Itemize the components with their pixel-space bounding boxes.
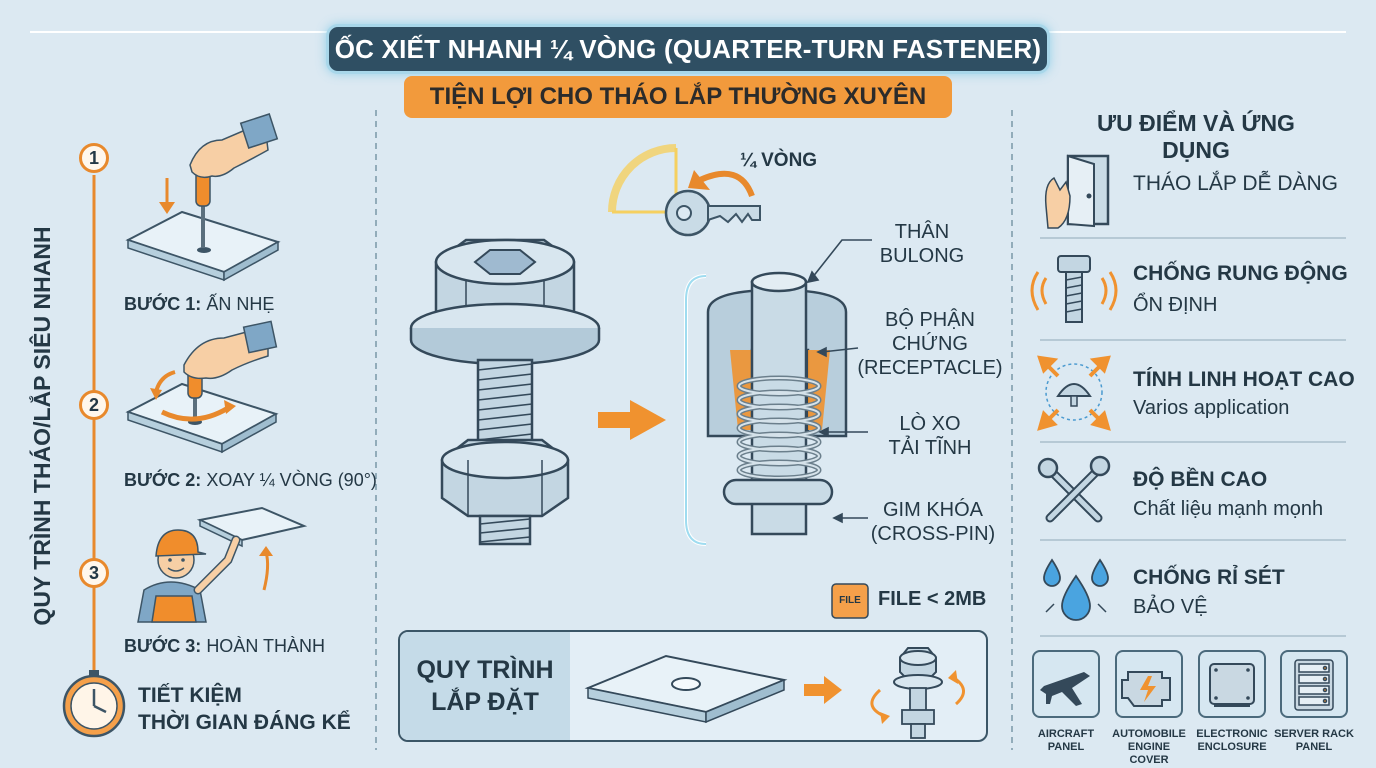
step-3-text: HOÀN THÀNH xyxy=(206,636,325,656)
step-2-prefix: BƯỚC 2: xyxy=(124,470,202,490)
spring-line1: LÒ XO xyxy=(899,413,961,435)
time-saving-text: TIẾT KIỆM THỜI GIAN ĐÁNG KỂ xyxy=(138,682,351,736)
install-title-line1: QUY TRÌNH xyxy=(416,656,554,684)
app-label-engine: AUTOMOBILE ENGINE COVER xyxy=(1107,728,1191,767)
benefit-2-title: CHỐNG RUNG ĐỘNG xyxy=(1133,262,1348,285)
quarter-turn-label: ¼ VÒNG xyxy=(740,150,818,171)
cross-pin-line2: (CROSS-PIN) xyxy=(870,523,996,545)
bolt-body-line1: THÂN xyxy=(894,221,950,243)
spring-label: LÒ XO TẢI TĨNH xyxy=(874,412,986,460)
receptacle-line3: (RECEPTACLE) xyxy=(857,357,1003,379)
step-1-prefix: BƯỚC 1: xyxy=(124,294,202,314)
app-server-line1: SERVER RACK xyxy=(1274,728,1354,740)
step-1-number: 1 xyxy=(79,143,109,173)
app-engine-line1: AUTOMOBILE xyxy=(1112,728,1186,740)
page-subtitle: TIỆN LỢI CHO THÁO LẮP THƯỜNG XUYÊN xyxy=(404,76,952,118)
file-icon: FILE xyxy=(839,595,861,606)
step-3-prefix: BƯỚC 3: xyxy=(124,636,202,656)
app-server-line2: PANEL xyxy=(1295,741,1333,753)
benefit-4-subtitle: Chất liệu mạnh mọnh xyxy=(1133,498,1324,520)
engine-icon xyxy=(1121,671,1171,707)
bolt-body-label: THÂN BULONG xyxy=(872,220,972,268)
cross-pin-line1: GIM KHÓA xyxy=(882,499,983,521)
step-2-number: 2 xyxy=(79,390,109,420)
app-aircraft-line1: AIRCRAFT xyxy=(1037,728,1095,740)
app-label-server: SERVER RACK PANEL xyxy=(1272,728,1356,754)
benefit-5-title: CHỐNG RỈ SÉT xyxy=(1133,566,1285,589)
benefit-4-title: ĐỘ BỀN CAO xyxy=(1133,468,1268,491)
benefit-2-subtitle: ỔN ĐỊNH xyxy=(1133,294,1218,316)
app-label-enclosure: ELECTRONIC ENCLOSURE xyxy=(1190,728,1274,754)
benefits-heading: ƯU ĐIỂM VÀ ỨNG DỤNG xyxy=(1097,110,1295,163)
step-2-label: BƯỚC 2: XOAY ¼ VÒNG (90°) xyxy=(124,470,377,491)
app-engine-line2: ENGINE COVER xyxy=(1127,741,1171,766)
cross-pin-label: GIM KHÓA (CROSS-PIN) xyxy=(868,498,998,546)
step-3-number: 3 xyxy=(79,558,109,588)
page-title: ỐC XIẾT NHANH ¼ VÒNG (QUARTER-TURN FASTE… xyxy=(326,24,1050,74)
spring-line2: TẢI TĨNH xyxy=(888,437,972,459)
benefit-5-subtitle: BẢO VỆ xyxy=(1133,596,1208,618)
bolt-body-line2: BULONG xyxy=(879,245,965,267)
enclosure-icon xyxy=(1209,663,1255,707)
benefit-3-title: TÍNH LINH HOẠT CAO xyxy=(1133,368,1355,391)
app-enclosure-line1: ELECTRONIC xyxy=(1196,728,1268,740)
vibration-bolt-icon xyxy=(1030,255,1118,323)
file-size-note: FILE < 2MB xyxy=(878,588,987,610)
install-title-line2: LẮP ĐẶT xyxy=(431,688,539,716)
time-saving-line1: TIẾT KIỆM xyxy=(138,684,242,707)
install-process-title: QUY TRÌNH LẮP ĐẶT xyxy=(400,632,570,740)
step-3-label: BƯỚC 3: HOÀN THÀNH xyxy=(124,636,325,657)
door-hand-icon xyxy=(1044,154,1110,229)
receptacle-line1: BỘ PHẬN xyxy=(884,309,976,331)
receptacle-line2: CHỨNG xyxy=(892,333,968,355)
water-drops-icon xyxy=(1043,558,1109,621)
step-1-text: ẤN NHẸ xyxy=(206,294,275,314)
flex-arrows-icon xyxy=(1037,355,1111,431)
receptacle-label: BỘ PHẬN CHỨNG (RECEPTACLE) xyxy=(856,308,1004,380)
airplane-icon xyxy=(1040,672,1090,706)
server-rack-icon xyxy=(1294,659,1334,711)
benefit-1-title: THÁO LẮP DỄ DÀNG xyxy=(1133,172,1338,195)
step-2-text: XOAY ¼ VÒNG (90°) xyxy=(206,470,377,490)
wrench-icon xyxy=(1037,455,1111,523)
time-saving-line2: THỜI GIAN ĐÁNG KỂ xyxy=(138,711,351,734)
app-enclosure-line2: ENCLOSURE xyxy=(1197,741,1267,753)
step-1-label: BƯỚC 1: ẤN NHẸ xyxy=(124,294,274,315)
benefit-3-subtitle: Varios application xyxy=(1133,397,1290,419)
app-label-aircraft: AIRCRAFT PANEL xyxy=(1024,728,1108,754)
app-aircraft-line2: PANEL xyxy=(1047,741,1085,753)
